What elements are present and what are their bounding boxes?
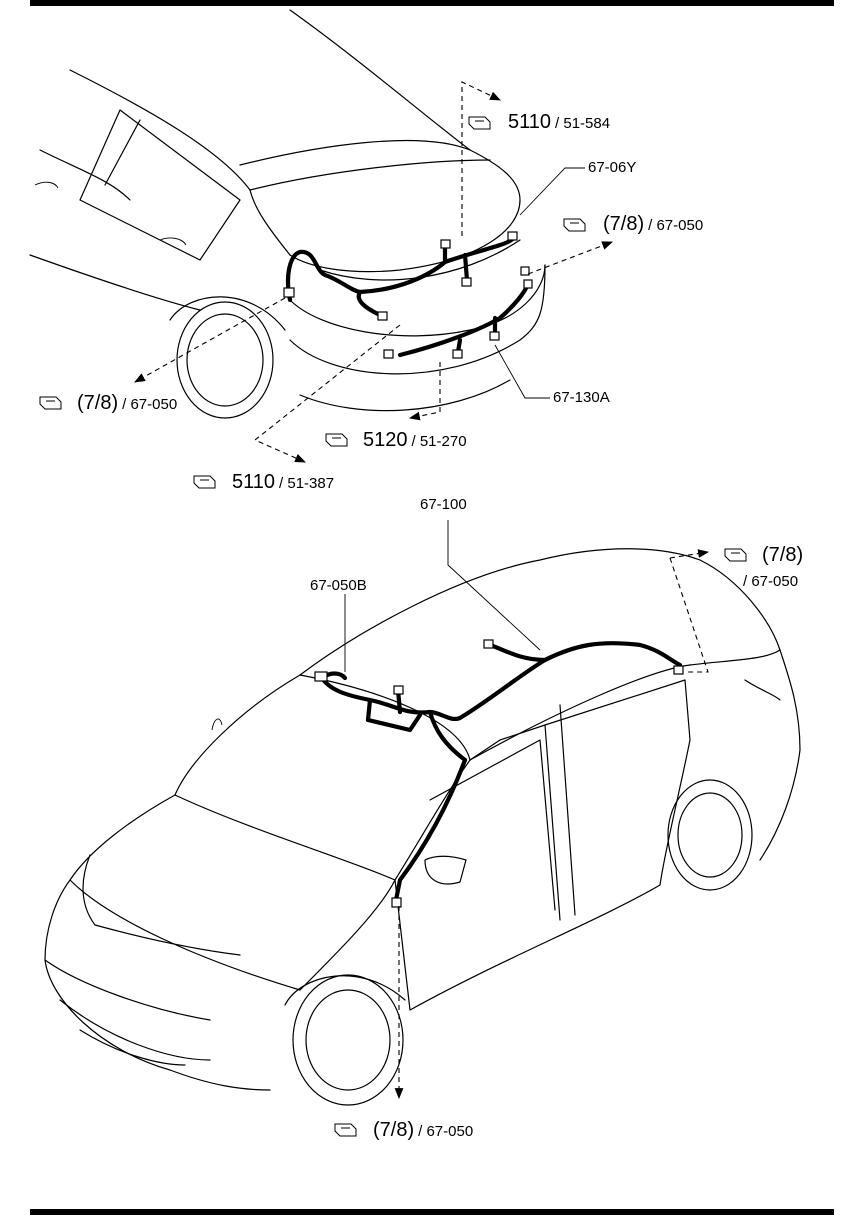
ref-callout-7-8-bottom-right-main: (7/8): [762, 545, 803, 565]
connectors-top: [283, 231, 533, 359]
ref-callout-7-8-67-050-bottom: (7/8) / 67-050: [373, 1120, 473, 1140]
ref-main: (7/8): [77, 392, 119, 414]
ref-callout-5120-51-270: 5120 / 51-270: [363, 430, 467, 450]
harness-67-050B: [393, 757, 468, 903]
part-label-67-050B: 67-050B: [310, 577, 367, 594]
ref-callout-5110-51-387: 5110 / 51-387: [232, 472, 334, 492]
ref-main: (7/8): [762, 544, 804, 566]
ref-main: (7/8): [603, 213, 645, 235]
callouts-bottom: [344, 520, 710, 1100]
ref-main: 5120: [363, 429, 408, 451]
manual-ref-icons: [39, 116, 747, 1137]
part-label-67-130A: 67-130A: [553, 389, 610, 406]
top-border-rule: [30, 0, 834, 6]
harness-67-100: [319, 641, 683, 721]
part-label-67-06Y: 67-06Y: [588, 159, 637, 176]
ref-main: (7/8): [373, 1119, 415, 1141]
connectors-bottom: [314, 639, 684, 908]
bottom-border-rule: [30, 1209, 834, 1215]
ref-main: 5110: [508, 111, 552, 133]
ref-sub: / 51-584: [555, 115, 611, 132]
ref-callout-5110-51-584: 5110 / 51-584: [508, 112, 610, 132]
ref-callout-7-8-67-050-top-right: (7/8) / 67-050: [603, 214, 703, 234]
rear-car-outline: [29, 9, 546, 419]
ref-sub: / 67-050: [122, 396, 178, 413]
harness-67-130A: [397, 281, 531, 358]
callouts-top: [134, 81, 614, 463]
ref-sub: / 67-050: [418, 1123, 474, 1140]
ref-sub: / 51-387: [279, 475, 335, 492]
ref-sub: / 51-270: [411, 433, 467, 450]
ref-callout-7-8-bottom-right-sub: / 67-050: [743, 573, 799, 590]
full-car-outline: [44, 548, 801, 1106]
part-label-67-100: 67-100: [420, 496, 467, 513]
ref-sub: / 67-050: [648, 217, 704, 234]
ref-main: 5110: [232, 471, 276, 493]
ref-callout-7-8-67-050-top-left: (7/8) / 67-050: [77, 393, 177, 413]
